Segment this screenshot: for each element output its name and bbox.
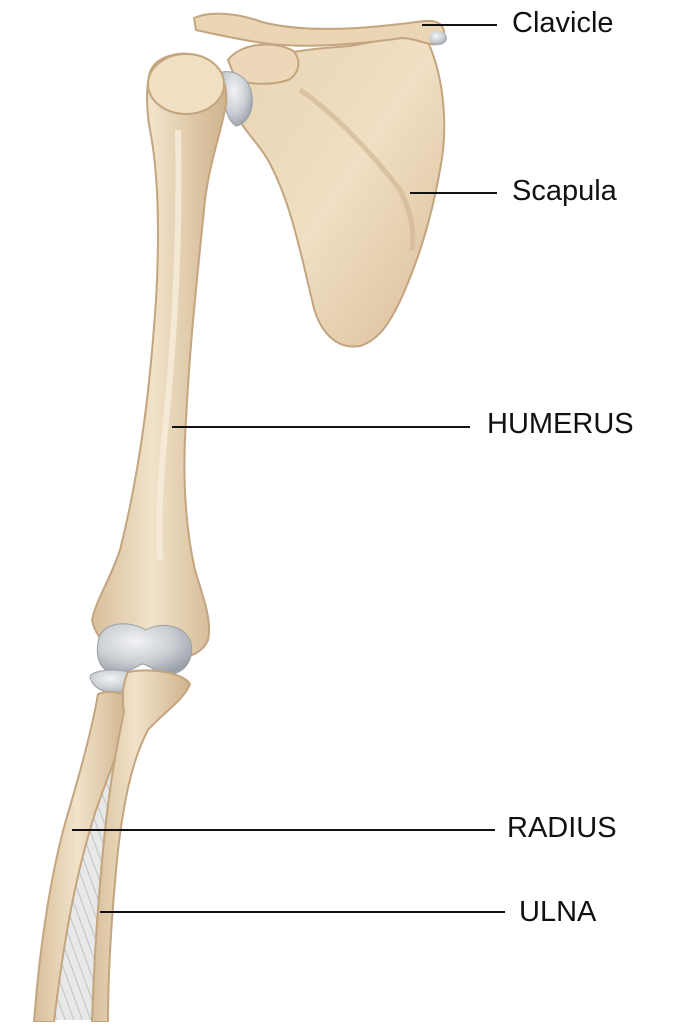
radius-label: RADIUS [507, 814, 617, 843]
humerus-head [148, 54, 224, 114]
humerus-label: HUMERUS [487, 410, 634, 439]
clavicle-end-cartilage [429, 31, 447, 45]
elbow-cartilage [97, 624, 191, 674]
clavicle-label: Clavicle [512, 9, 614, 38]
humerus-bone [92, 54, 226, 660]
ulna-label: ULNA [519, 898, 596, 927]
scapula-label: Scapula [512, 177, 617, 206]
